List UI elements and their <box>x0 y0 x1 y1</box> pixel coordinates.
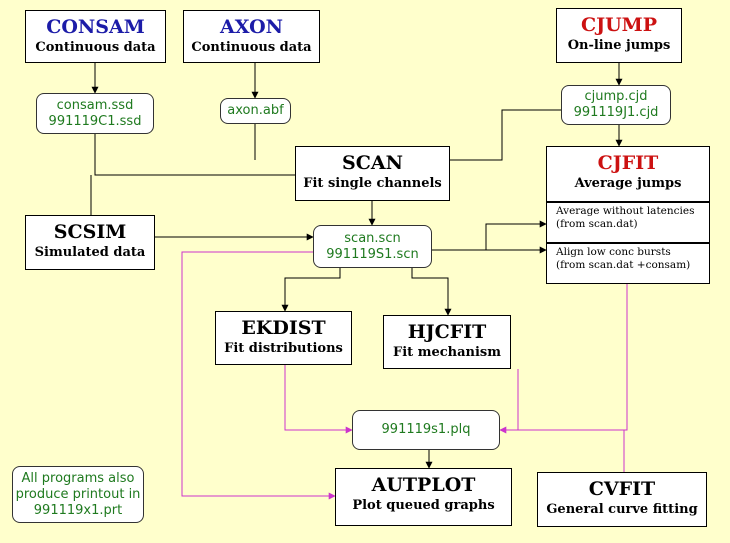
file-cjump-cjd[interactable]: cjump.cjd 991119J1.cjd <box>561 85 671 125</box>
program-subtitle: Plot queued graphs <box>352 498 495 513</box>
program-autplot[interactable]: AUTPLOT Plot queued graphs <box>335 468 512 526</box>
program-subtitle: Fit distributions <box>224 341 343 356</box>
arrow-cjump-file-to-scan <box>436 109 575 164</box>
option-label: Align low conc bursts <box>556 246 671 258</box>
program-subtitle: General curve fitting <box>546 502 698 517</box>
program-subtitle: Fit single channels <box>303 176 442 191</box>
arrow-scanfile-to-hjcfit <box>411 268 452 316</box>
program-subtitle: Fit mechanism <box>393 345 501 360</box>
program-cjump[interactable]: CJUMP On-line jumps <box>556 8 682 63</box>
plot-line-ekdist-to-plq <box>284 365 353 434</box>
file-name: 991119J1.cjd <box>573 105 659 120</box>
file-scan-scn[interactable]: scan.scn 991119S1.scn <box>313 225 432 268</box>
note-line: produce printout in <box>15 486 141 502</box>
file-consam-ssd[interactable]: consam.ssd 991119C1.ssd <box>36 93 154 134</box>
cjfit-option-average-without-latencies[interactable]: Average without latencies (from scan.dat… <box>546 202 710 243</box>
file-name: 991119S1.scn <box>326 246 419 262</box>
option-detail: (from scan.dat) <box>556 218 638 230</box>
program-title: CONSAM <box>46 16 145 38</box>
file-name: 991119s1.plq <box>381 422 471 437</box>
program-subtitle: On-line jumps <box>567 38 671 53</box>
plot-line-hjcfit-to-plq <box>499 369 519 434</box>
program-consam[interactable]: CONSAM Continuous data <box>25 10 166 63</box>
program-title: CJUMP <box>581 14 657 36</box>
file-name: axon.abf <box>227 103 284 118</box>
note-line: All programs also <box>21 470 135 486</box>
program-title: SCSIM <box>53 221 127 243</box>
program-cjfit[interactable]: CJFIT Average jumps <box>546 146 710 202</box>
program-subtitle: Average jumps <box>574 176 682 191</box>
printout-note: All programs also produce printout in 99… <box>12 466 144 523</box>
option-detail: (from scan.dat +consam) <box>556 259 691 271</box>
cjfit-option-align-low-conc-bursts[interactable]: Align low conc bursts (from scan.dat +co… <box>546 243 710 284</box>
program-title: EKDIST <box>241 317 326 339</box>
file-name: cjump.cjd <box>584 89 648 104</box>
note-line: 991119x1.prt <box>33 502 123 518</box>
program-title: CJFIT <box>597 152 659 174</box>
program-title: HJCFIT <box>407 321 487 343</box>
file-plq[interactable]: 991119s1.plq <box>352 410 500 450</box>
program-title: CVFIT <box>588 478 656 500</box>
program-title: AUTPLOT <box>371 474 476 496</box>
program-scan[interactable]: SCAN Fit single channels <box>295 146 450 201</box>
program-subtitle: Continuous data <box>191 40 312 55</box>
arrow-scanfile-to-ekdist <box>281 268 341 312</box>
program-ekdist[interactable]: EKDIST Fit distributions <box>215 311 352 365</box>
program-cvfit[interactable]: CVFIT General curve fitting <box>537 472 707 527</box>
program-subtitle: Continuous data <box>35 40 156 55</box>
option-label: Average without latencies <box>556 205 695 217</box>
arrow-scanfile-to-cjfit-options <box>432 223 546 251</box>
line-consam-file-to-scan <box>94 134 295 176</box>
plot-line-scan-to-autplot <box>181 251 336 500</box>
program-axon[interactable]: AXON Continuous data <box>183 10 320 63</box>
file-name: consam.ssd <box>56 97 134 113</box>
program-hjcfit[interactable]: HJCFIT Fit mechanism <box>383 315 511 369</box>
program-title: AXON <box>219 16 284 38</box>
file-name: scan.scn <box>344 230 401 246</box>
program-subtitle: Simulated data <box>34 245 146 260</box>
program-title: SCAN <box>342 152 403 174</box>
plot-line-cjfit-to-plq <box>518 284 628 431</box>
file-axon-abf[interactable]: axon.abf <box>220 98 291 124</box>
file-name: 991119C1.ssd <box>48 113 142 129</box>
program-scsim[interactable]: SCSIM Simulated data <box>25 215 155 270</box>
